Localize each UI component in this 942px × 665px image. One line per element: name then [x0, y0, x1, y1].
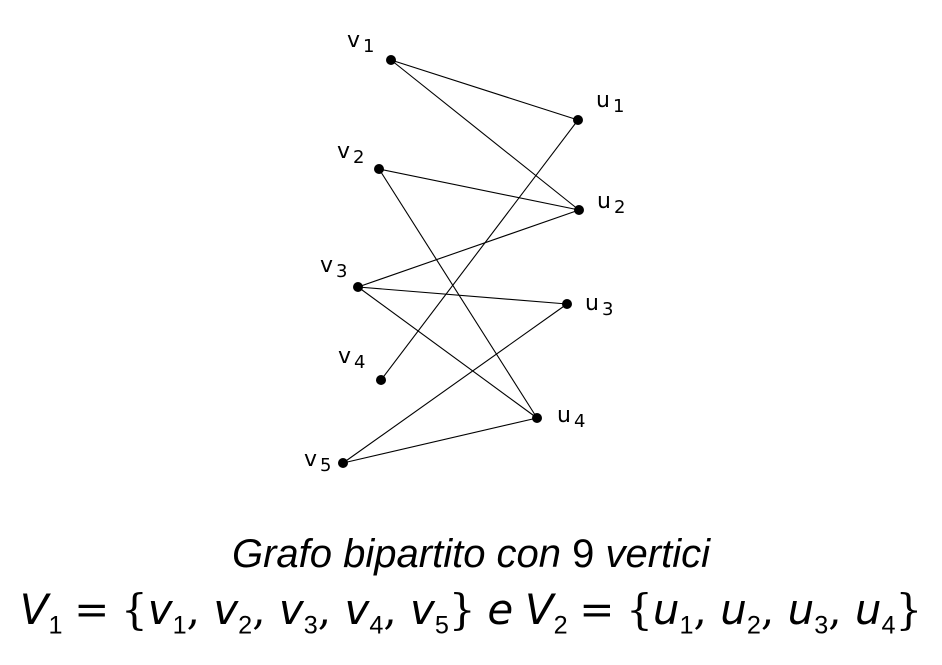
graph-edges [342, 59, 580, 464]
edge-v2-u4 [378, 168, 538, 419]
edge-v5-u4 [342, 417, 538, 464]
graph-vertices [338, 55, 584, 468]
set-element-u3: u3 [787, 585, 829, 640]
set-element-v5: v5 [410, 585, 449, 640]
set-element-u4: u4 [854, 585, 896, 640]
vertex-u2 [574, 205, 584, 215]
edge-v5-u3 [342, 303, 568, 464]
vertex-u4 [532, 413, 542, 423]
edge-v3-u4 [357, 286, 538, 419]
caption-sets: V1 = {v1, v2, v3, v4, v5} e V2 = {u1, u2… [0, 585, 942, 640]
vertex-u3 [562, 299, 572, 309]
set-element-v2: v2 [213, 585, 253, 640]
set1-elements: v1, v2, v3, v4, v5 [147, 585, 449, 640]
edge-v4-u1 [380, 119, 579, 381]
edge-v2-u2 [378, 168, 580, 211]
set-element-v1: v1 [147, 585, 187, 640]
set2-name: V [524, 585, 554, 634]
set1-close-brace: } [448, 585, 476, 634]
edge-v3-u3 [357, 286, 568, 305]
set-element-u1: u1 [652, 585, 694, 640]
caption-text-a: Grafo bipartito con [231, 532, 562, 576]
vertex-v4 [376, 375, 386, 385]
vertex-v1 [386, 55, 396, 65]
set-element-u2: u2 [720, 585, 761, 640]
set2-open-brace: { [626, 585, 653, 634]
vertex-u1 [573, 115, 583, 125]
edge-v3-u2 [357, 209, 580, 288]
set2-close-brace: } [895, 585, 923, 634]
caption-connector: e [487, 585, 514, 634]
set2-elements: u1, u2, u3, u4 [652, 585, 896, 640]
edge-v1-u2 [390, 59, 580, 211]
caption-text-b: vertici [605, 532, 710, 576]
equals-sign-2: = [579, 585, 615, 634]
set-element-v4: v4 [344, 585, 384, 640]
caption-title: Grafo bipartito con 9 vertici [0, 532, 942, 577]
set2-sub: 2 [553, 611, 568, 640]
set-element-v3: v3 [278, 585, 318, 640]
vertex-v2 [374, 164, 384, 174]
set1-open-brace: { [121, 585, 148, 634]
equals-sign: = [74, 585, 110, 634]
vertex-v5 [338, 458, 348, 468]
set1-name: V [19, 585, 49, 634]
edge-v1-u1 [390, 59, 579, 121]
set1-sub: 1 [48, 611, 63, 640]
vertex-v3 [353, 282, 363, 292]
caption-vertex-count: 9 [572, 532, 595, 576]
